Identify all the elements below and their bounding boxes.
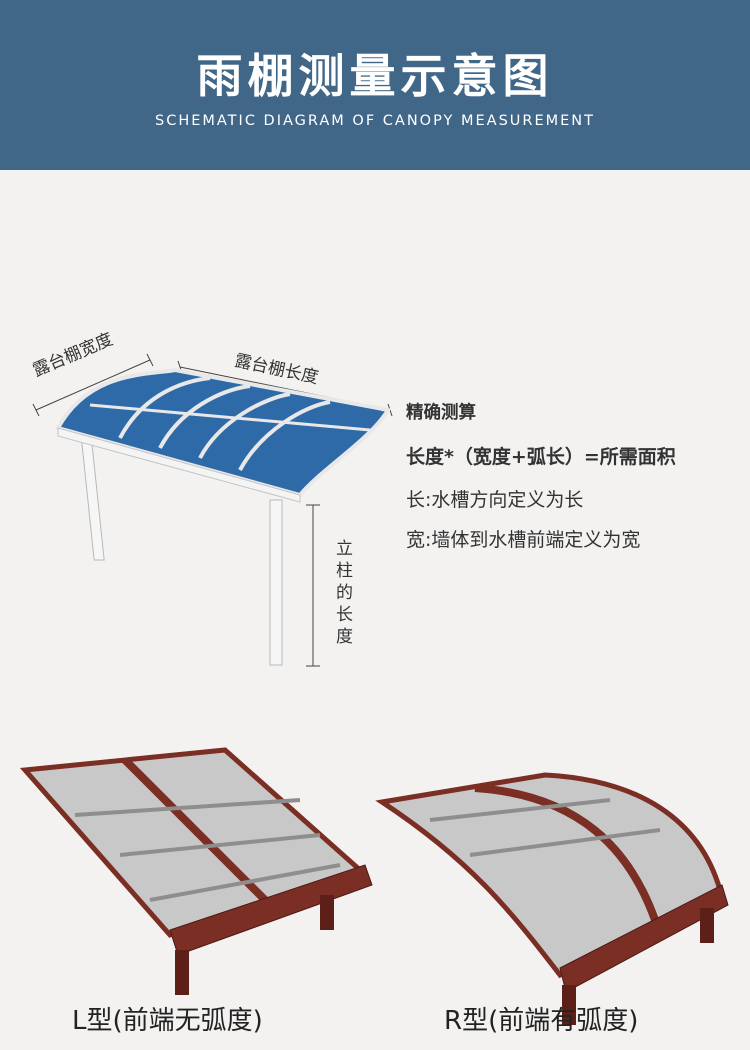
- length-definition: 长:水槽方向定义为长: [406, 489, 584, 511]
- back-post: [80, 434, 105, 561]
- header-banner: 雨棚测量示意图 SCHEMATIC DIAGRAM OF CANOPY MEAS…: [0, 0, 750, 170]
- canopy-products: [0, 740, 750, 1046]
- notes-heading: 精确测算: [406, 403, 476, 423]
- post-length-label: 立柱的长度: [336, 539, 353, 647]
- products-illustration: [19, 747, 729, 1025]
- width-dimension-line: [35, 359, 151, 411]
- area-formula: 长度*（宽度+弧长）=所需面积: [406, 446, 676, 468]
- canopy-illustration: [32, 353, 393, 667]
- canopy-roof-panel: [55, 367, 392, 498]
- page-subtitle: SCHEMATIC DIAGRAM OF CANOPY MEASUREMENT: [154, 113, 595, 129]
- width-definition: 宽:墙体到水槽前端定义为宽: [406, 529, 641, 551]
- canopy-diagram: 露台棚宽度 露台棚长度 立柱的长度: [0, 329, 750, 690]
- r-type-caption: R型(前端有弧度): [444, 1006, 639, 1036]
- l-type-caption: L型(前端无弧度): [72, 1006, 263, 1036]
- r-type-canopy-image: [375, 772, 729, 1025]
- l-type-canopy-image: [19, 747, 373, 995]
- front-post: [269, 499, 283, 666]
- canopy-gutter: [57, 427, 301, 503]
- page-title: 雨棚测量示意图: [196, 49, 554, 103]
